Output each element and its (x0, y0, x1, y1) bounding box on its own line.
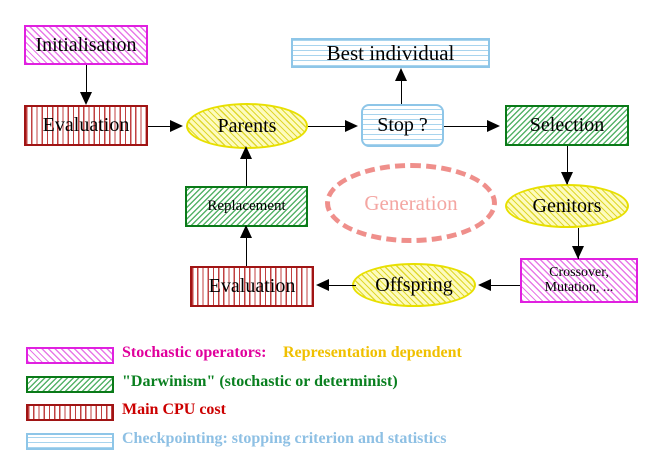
edge-replacement-to-parents (246, 149, 247, 186)
node-generation-label: Generation (364, 190, 458, 215)
node-parents-label: Parents (217, 114, 277, 137)
node-parents[interactable]: Parents (186, 103, 308, 149)
edge-crossover-to-offspring (488, 285, 520, 286)
node-offspring[interactable]: Offspring (352, 263, 476, 307)
node-evaluation-bottom[interactable]: Evaluation (190, 266, 314, 307)
edge-offspring-to-eval (326, 285, 356, 286)
edge-init-to-eval-arrow (80, 92, 92, 105)
node-replacement[interactable]: Replacement (185, 186, 308, 227)
edge-crossover-to-offspring-arrow (478, 279, 491, 291)
node-initialisation-label: Initialisation (35, 33, 137, 56)
edge-parents-to-stop (308, 126, 349, 127)
node-selection[interactable]: Selection (505, 105, 629, 146)
legend-swatch-darwinism (26, 376, 114, 393)
legend-swatch-checkpointing (26, 433, 114, 450)
edge-parents-to-stop-arrow (345, 120, 358, 132)
legend-swatch-stochastic (26, 347, 114, 364)
node-genitors[interactable]: Genitors (505, 184, 629, 228)
edge-stop-to-selection-arrow (487, 120, 500, 132)
node-crossover-line1: Crossover, (549, 264, 609, 280)
node-genitors-label: Genitors (532, 194, 602, 217)
node-selection-label: Selection (529, 114, 605, 136)
legend-label-stochastic: Stochastic operators: (122, 344, 267, 361)
node-evaluation-bottom-label: Evaluation (208, 275, 296, 297)
node-stop[interactable]: Stop ? (361, 104, 444, 147)
edge-genitors-to-crossover-arrow (572, 246, 584, 259)
edge-selection-to-genitors (567, 146, 568, 184)
edge-offspring-to-eval-arrow (316, 279, 329, 291)
edge-genitors-to-crossover (578, 228, 579, 259)
node-crossover-line2: Mutation, ... (544, 279, 614, 295)
edge-eval-to-parents-arrow (170, 120, 183, 132)
edge-stop-to-best (401, 70, 402, 104)
node-generation: Generation (325, 163, 497, 243)
node-evaluation-top[interactable]: Evaluation (24, 105, 148, 146)
legend-label-stochastic-extra: Representation dependent (283, 344, 462, 361)
node-best-individual[interactable]: Best individual (291, 38, 490, 68)
node-offspring-label: Offspring (375, 273, 453, 296)
legend-swatch-cpu-cost (26, 404, 114, 421)
edge-eval-to-replacement-arrow (240, 225, 252, 238)
legend-label-cpu-cost: Main CPU cost (122, 401, 226, 418)
edge-init-to-eval (86, 65, 87, 97)
node-evaluation-top-label: Evaluation (42, 114, 130, 136)
legend-label-darwinism: "Darwinism" (stochastic or determinist) (122, 373, 398, 390)
edge-replacement-to-parents-arrow (240, 146, 252, 159)
node-stop-label: Stop ? (377, 114, 428, 136)
edge-stop-to-selection (444, 126, 489, 127)
edge-selection-to-genitors-arrow (561, 172, 573, 185)
edge-eval-to-parents (148, 126, 174, 127)
node-crossover-mutation[interactable]: Crossover, Mutation, ... (520, 258, 638, 303)
edge-eval-to-replacement (246, 227, 247, 266)
node-best-individual-label: Best individual (326, 40, 455, 65)
node-replacement-label: Replacement (207, 197, 286, 214)
legend-label-checkpointing: Checkpointing: stopping criterion and st… (122, 430, 447, 447)
node-initialisation[interactable]: Initialisation (24, 25, 148, 65)
edge-stop-to-best-arrow (395, 68, 407, 81)
